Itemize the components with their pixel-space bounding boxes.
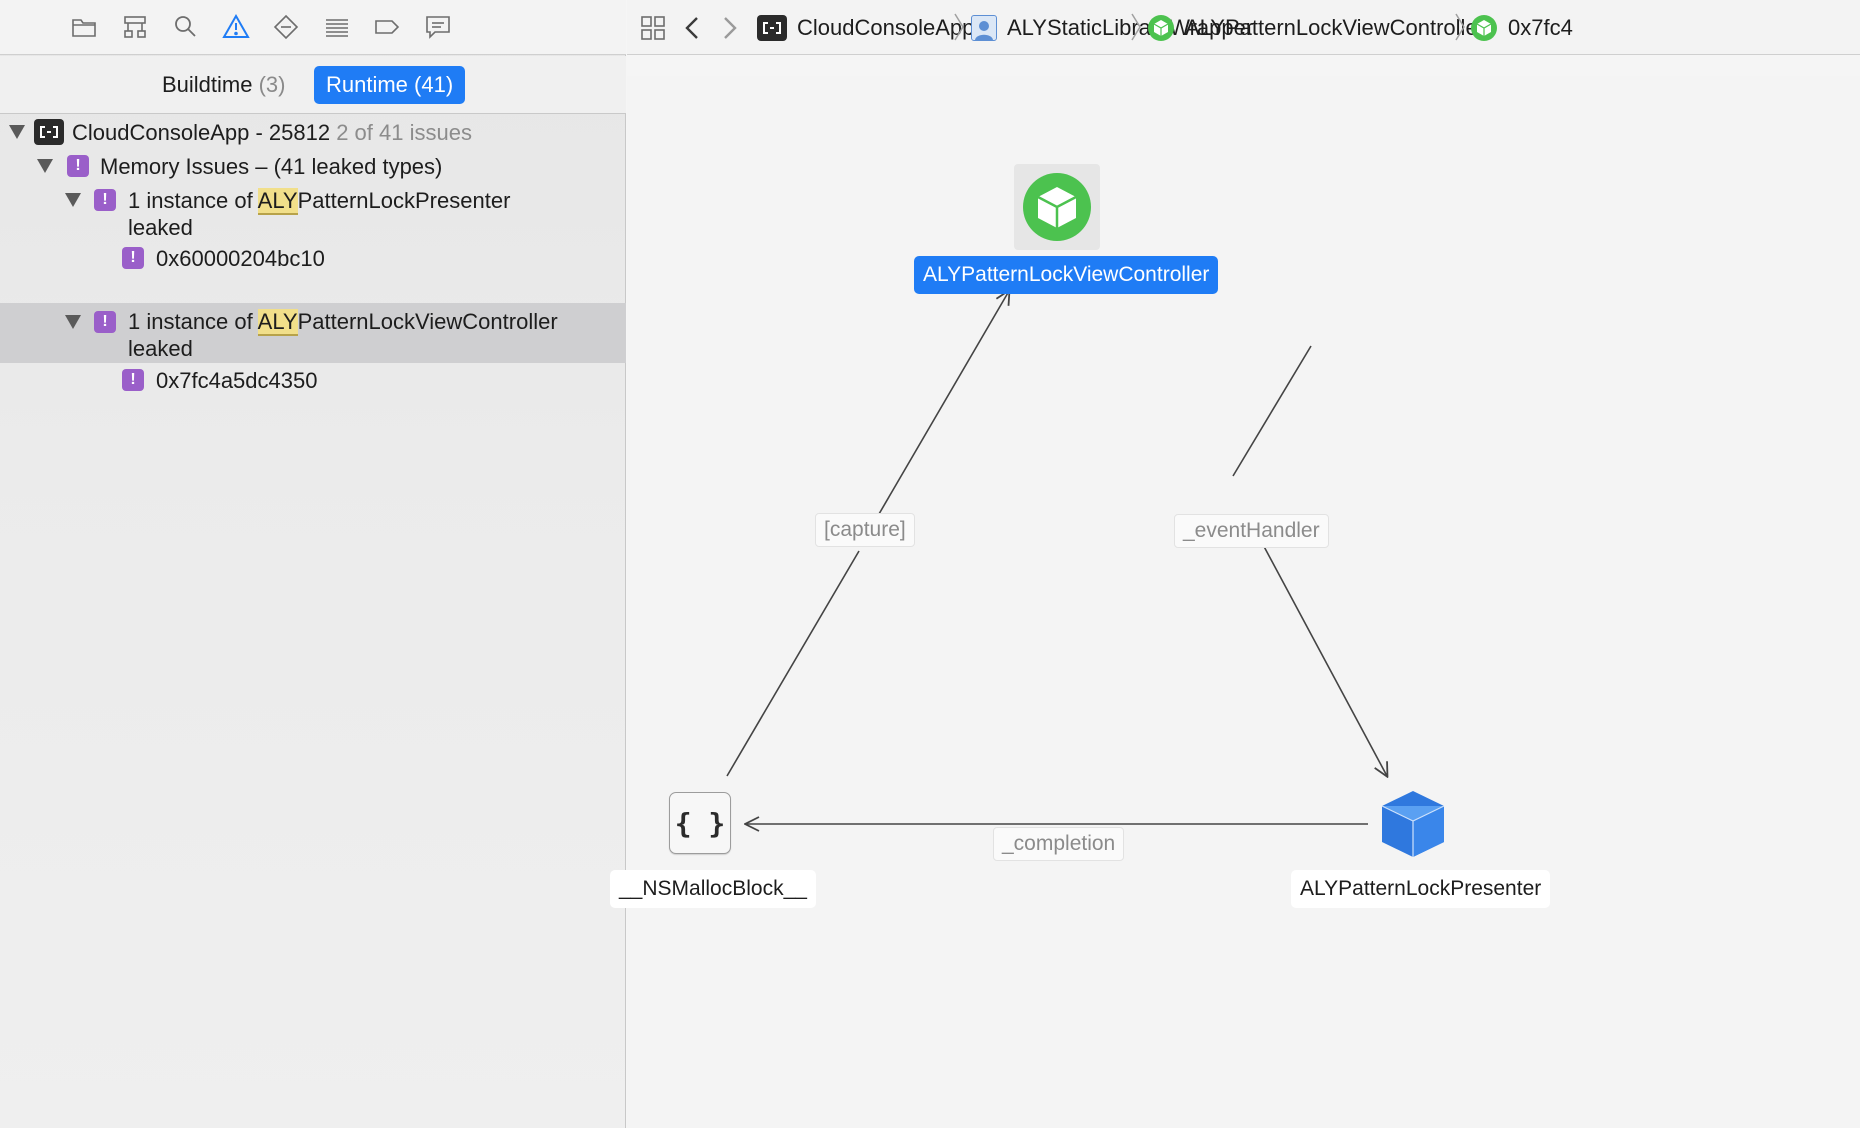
memory-graph-canvas[interactable]: ALYPatternLockViewController ALYPatternL… [610, 76, 1860, 1128]
edge-capture-upper [878, 291, 1009, 515]
memory-issue-icon: ! [94, 311, 116, 333]
runtime-label: Runtime [326, 72, 408, 97]
breadcrumb-instance[interactable]: 0x7fc4 [1470, 0, 1573, 54]
edge-eventhandler-upper [1232, 345, 1312, 477]
search-icon[interactable] [165, 8, 205, 46]
tree-row-leak-viewcontroller[interactable]: ! 1 instance of ALYPatternLockViewContro… [0, 303, 626, 363]
runtime-tab[interactable]: Runtime (41) [314, 66, 466, 104]
disclosure-triangle-icon[interactable] [64, 314, 82, 330]
block-node[interactable]: { } [669, 792, 731, 854]
view-controller-label[interactable]: ALYPatternLockViewController [914, 256, 1219, 294]
disclosure-triangle-icon[interactable] [36, 158, 54, 174]
edge-label-eventhandler: _eventHandler [1174, 514, 1329, 548]
edge-label-completion: _completion [993, 827, 1125, 861]
breadcrumb-library[interactable]: ALYStaticLibraryWrapper [971, 0, 1254, 54]
scope-bar: Buildtime (3) Runtime (41) [0, 56, 626, 114]
leak-title: 1 instance of ALYPatternLockViewControll… [128, 308, 558, 336]
disclosure-triangle-icon[interactable] [8, 124, 26, 140]
breadcrumb-separator-icon [954, 13, 964, 41]
app-icon [34, 119, 64, 145]
memory-issue-icon: ! [122, 247, 144, 269]
block-braces-icon: { } [674, 806, 726, 840]
breadcrumb-separator-icon [1131, 13, 1141, 41]
buildtime-count: (3) [258, 72, 286, 97]
leak-prefix: 1 instance of [128, 309, 258, 334]
class-cube-icon [1023, 173, 1091, 241]
hierarchy-icon[interactable] [115, 8, 155, 46]
tree-row-app[interactable]: CloudConsoleApp - 25812 2 of 41 issues [0, 115, 626, 149]
navigator-toolbar [0, 0, 626, 55]
leak-prefix: 1 instance of [128, 188, 258, 213]
breakpoint-icon[interactable] [266, 8, 306, 46]
graph-edges [726, 76, 1860, 1128]
tree-row-address[interactable]: ! 0x7fc4a5dc4350 [0, 363, 626, 397]
class-cube-icon [1381, 791, 1445, 857]
leak-type: PatternLockPresenter [297, 188, 511, 213]
search-highlight: ALY [257, 309, 298, 336]
back-icon[interactable] [683, 0, 701, 54]
breadcrumb-separator-icon [1455, 13, 1465, 41]
breadcrumb-label: ALYPatternLockViewController [1185, 14, 1486, 40]
related-items-icon[interactable] [639, 0, 667, 54]
class-cube-icon [1470, 14, 1498, 42]
leak-type: PatternLockViewController [297, 309, 558, 334]
leak-title: 1 instance of ALYPatternLockPresenter [128, 187, 511, 215]
edge-label-capture: [capture] [815, 513, 915, 547]
app-icon [757, 14, 787, 41]
breadcrumb-label: CloudConsoleApp [797, 14, 975, 40]
breadcrumb-app[interactable]: CloudConsoleApp [757, 0, 975, 54]
jump-bar: CloudConsoleApp ALYStaticLibraryWrapper … [627, 0, 1860, 55]
folder-icon[interactable] [64, 8, 104, 46]
breadcrumb-label: 0x7fc4 [1508, 14, 1573, 40]
memory-issue-icon: ! [67, 155, 89, 177]
leak-line2: leaked [128, 336, 193, 361]
issue-navigator: Buildtime (3) Runtime (41) CloudConsoleA… [0, 0, 626, 1128]
issue-summary: 2 of 41 issues [336, 120, 472, 145]
tree-row-address[interactable]: ! 0x60000204bc10 [0, 241, 626, 275]
view-controller-node[interactable] [1014, 164, 1100, 250]
instance-address: 0x7fc4a5dc4350 [156, 368, 318, 393]
presenter-label[interactable]: ALYPatternLockPresenter [1291, 870, 1551, 908]
breadcrumb-label: ALYStaticLibraryWrapper [1007, 14, 1254, 40]
class-cube-icon [1147, 14, 1175, 42]
forward-icon[interactable] [721, 0, 739, 54]
edge-capture-lower [726, 550, 860, 777]
tree-row-leak-presenter[interactable]: ! 1 instance of ALYPatternLockPresenter … [0, 183, 626, 241]
leak-line2: leaked [128, 215, 193, 240]
warning-icon[interactable] [216, 8, 256, 46]
search-highlight: ALY [257, 188, 298, 215]
tree-row-category[interactable]: ! Memory Issues – (41 leaked types) [0, 149, 626, 183]
app-name: CloudConsoleApp - 25812 [72, 120, 331, 145]
runtime-count: (41) [414, 72, 454, 97]
block-label[interactable]: __NSMallocBlock__ [610, 870, 816, 908]
memory-issue-icon: ! [122, 369, 144, 391]
breadcrumb-class[interactable]: ALYPatternLockViewController [1147, 0, 1486, 54]
library-icon [971, 14, 997, 41]
buildtime-label: Buildtime [162, 72, 253, 97]
message-icon[interactable] [418, 8, 458, 46]
memory-issue-icon: ! [94, 189, 116, 211]
category-label: Memory Issues – (41 leaked types) [100, 154, 443, 179]
tree-app-label: CloudConsoleApp - 25812 2 of 41 issues [72, 119, 472, 146]
disclosure-triangle-icon[interactable] [64, 192, 82, 208]
list-icon[interactable] [317, 8, 357, 46]
tag-icon[interactable] [367, 8, 407, 46]
presenter-node[interactable] [1379, 788, 1447, 860]
edge-eventhandler-lower [1252, 525, 1387, 776]
buildtime-tab[interactable]: Buildtime (3) [150, 66, 298, 104]
instance-address: 0x60000204bc10 [156, 246, 325, 271]
